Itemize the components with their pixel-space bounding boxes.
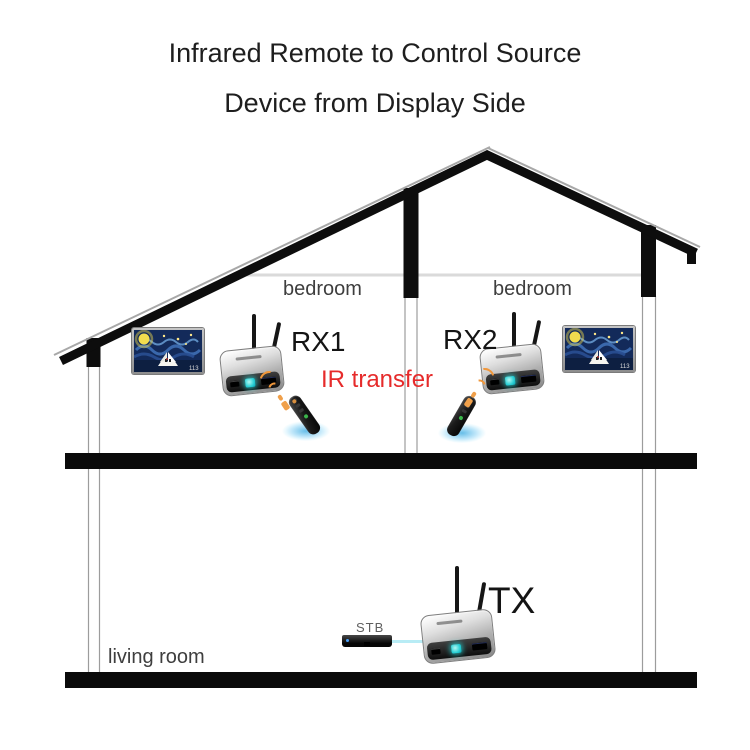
right-wall (642, 296, 656, 673)
antenna-icon (512, 312, 516, 348)
tv-left: 113 (132, 328, 204, 374)
roof-left-slope (59, 149, 491, 366)
ground-floor-slab (65, 672, 697, 688)
stb-notch (364, 642, 370, 646)
roof-right-slope (483, 149, 698, 258)
rx1-label: RX1 (291, 326, 346, 357)
title-line-1: Infrared Remote to Control Source (168, 38, 582, 68)
bedroom-left-label: bedroom (283, 278, 362, 300)
ir-transfer-label: IR transfer (321, 366, 434, 393)
center-wall (404, 296, 418, 454)
bedroom-right-label: bedroom (493, 278, 572, 300)
second-floor-slab (65, 453, 697, 469)
ir-port (431, 647, 441, 655)
starry-night-screen: 113 (134, 330, 202, 372)
remote-button (461, 408, 468, 414)
device-brand-marking (495, 352, 522, 359)
remote-button (294, 402, 301, 409)
transmitter-body (419, 608, 497, 665)
screen-badge: 113 (189, 366, 199, 372)
left-wall (88, 362, 100, 672)
antenna-icon (455, 566, 459, 614)
tx-label: TX (488, 580, 536, 621)
tv-right: 113 (563, 326, 635, 372)
device-brand-marking (436, 619, 463, 626)
input-port (471, 642, 488, 651)
living-room-label: living room (108, 646, 205, 668)
av-cable (390, 640, 428, 643)
page-title: Infrared Remote to Control Source Device… (0, 28, 750, 128)
starry-night-screen: 113 (565, 328, 633, 370)
output-port (520, 374, 537, 383)
stb-led-icon (346, 639, 349, 642)
roof-right-end-cap (687, 252, 696, 264)
screen-badge: 113 (620, 364, 630, 370)
roof-trim-left (53, 146, 491, 356)
display-window (244, 377, 256, 388)
device-brand-marking (235, 354, 262, 361)
ir-beam-dash (470, 391, 477, 399)
ir-beam-dash (277, 394, 284, 402)
stb-label: STB (356, 620, 385, 635)
roof-trim-right (487, 147, 701, 248)
remote-button (298, 407, 305, 414)
device-front-panel (426, 636, 492, 661)
center-wall-top (403, 188, 419, 298)
remote-green-button (302, 413, 309, 420)
antenna-icon (252, 314, 256, 350)
ir-port (229, 380, 240, 388)
display-window (504, 375, 516, 386)
display-window (450, 643, 462, 654)
title-line-2: Device from Display Side (224, 88, 526, 118)
remote-green-button (457, 415, 464, 421)
rx2-label: RX2 (443, 324, 498, 355)
right-wall-top (641, 225, 656, 297)
set-top-box (342, 635, 392, 647)
